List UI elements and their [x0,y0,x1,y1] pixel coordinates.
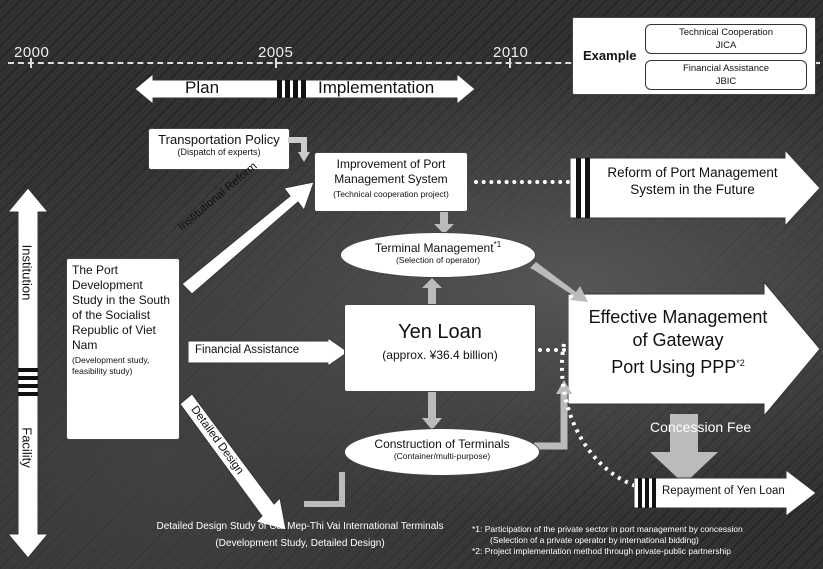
institution-label: Institution [19,244,35,301]
tick-2005 [275,58,277,68]
plan-implementation-arrow [135,74,475,104]
detailed-study-text: Detailed Design Study of Cai Mep-Thi Vai… [130,518,470,552]
detailed-study-line2: (Development Study, Detailed Design) [215,538,385,549]
detailed-design-arrow [179,394,287,531]
construction-to-effective-arrow [534,380,572,450]
year-2005: 2005 [258,44,294,61]
transportation-policy-box: Transportation Policy (Dispatch of exper… [148,128,290,170]
legend-technical: Technical Cooperation JICA [645,24,807,54]
concession-fee-arrow [650,414,718,484]
legend-panel: Example Technical Cooperation JICA Finan… [572,17,816,95]
port-management-box: Improvement of Port Management System (T… [314,152,468,212]
construction-title: Construction of Terminals [374,437,510,451]
dotted-connector-effective [538,348,566,352]
port-development-study-box: The Port Development Study in the South … [66,258,180,440]
yen-loan-sub: (approx. ¥36.4 billion) [382,348,498,362]
effective-mgmt-line2: of Gateway [632,330,724,350]
tick-2010 [509,58,511,68]
repayment-label: Repayment of Yen Loan [662,485,785,497]
timeline-axis [8,62,820,64]
year-2000: 2000 [14,44,50,61]
yen-to-terminal-arrow [422,278,442,304]
yen-loan-title: Yen Loan [398,321,482,343]
dotted-curve-repayment [560,343,637,488]
repayment-arrow [634,470,816,516]
transport-policy-title: Transportation Policy [158,132,280,147]
concession-fee-label: Concession Fee [650,419,752,435]
legend-technical-line1: Technical Cooperation [678,27,773,38]
terminal-mgmt-mark: *1 [493,240,502,249]
footnote-1: *1: Participation of the private sector … [472,524,743,534]
detailed-study-line1: Detailed Design Study of Cai Mep-Thi Vai… [156,521,444,532]
legend-financial: Financial Assistance JBIC [645,60,807,90]
legend-financial-line1: Financial Assistance [682,63,770,74]
tick-2000 [30,58,32,68]
institution-facility-arrow [8,188,48,558]
effective-mgmt-line1: Effective Management [588,307,768,327]
yen-to-construction-arrow [422,392,442,430]
port-mgmt-title: Improvement of Port Management System [334,157,448,186]
port-to-terminal-arrow [434,212,454,234]
construction-sub: (Container/multi-purpose) [393,451,491,461]
effective-mgmt-line3-row: Port Using PPP*2 [578,352,778,379]
financial-assistance-arrow [188,338,348,366]
legend-technical-line2: JICA [715,40,737,51]
terminal-management-ellipse: Terminal Management*1 (Selection of oper… [340,232,536,278]
study-title: The Port Development Study in the South … [72,263,171,352]
institutional-reform-arrow [181,181,315,295]
policy-to-port-arrow [288,137,310,162]
port-mgmt-sub: (Technical cooperation project) [333,189,449,199]
effective-mgmt-text: Effective Management of Gateway Port Usi… [578,306,778,379]
construction-to-study-arrow [304,472,345,507]
effective-management-arrow [568,282,820,416]
effective-mgmt-line3: Port Using PPP [611,357,737,377]
yen-loan-box: Yen Loan (approx. ¥36.4 billion) [344,304,536,392]
study-sub: (Development study, feasibility study) [72,355,150,376]
reform-future-label: Reform of Port Management System in the … [607,165,778,197]
transport-policy-sub: (Dispatch of experts) [177,147,261,157]
footnote-2: *2: Project implementation method throug… [472,546,731,556]
terminal-mgmt-sub: (Selection of operator) [395,255,481,265]
reform-future-arrow [570,150,820,226]
terminal-mgmt-title-row: Terminal Management*1 [341,240,535,255]
construction-ellipse: Construction of Terminals (Container/mul… [344,428,540,476]
financial-assistance-label: Financial Assistance [195,344,300,356]
year-2010: 2010 [493,44,529,61]
terminal-to-effective-arrow [530,262,588,302]
plan-label: Plan [185,78,220,97]
dotted-connector-future [474,180,570,184]
terminal-mgmt-title: Terminal Management [374,241,494,255]
effective-mgmt-mark: *2 [736,358,745,368]
footnote-1b: (Selection of a private operator by inte… [490,535,699,545]
implementation-label: Implementation [318,78,435,97]
facility-label: Facility [19,427,35,468]
legend-financial-line2: JBIC [715,76,737,87]
legend-title: Example [583,48,637,63]
